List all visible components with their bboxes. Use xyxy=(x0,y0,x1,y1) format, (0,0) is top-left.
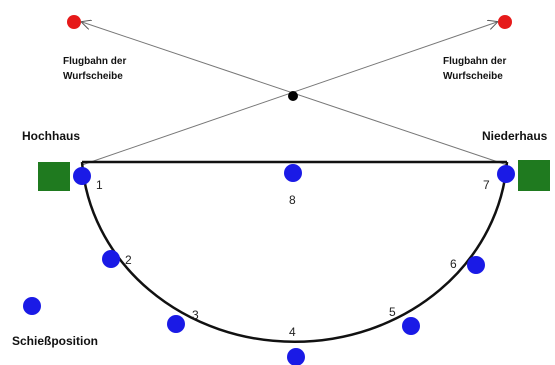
crossing-point xyxy=(288,91,298,101)
left-trajectory-label-line1: Flugbahn der xyxy=(63,56,126,67)
left-trajectory-label-line2: Wurfscheibe xyxy=(63,71,123,82)
high-house-label: Hochhaus xyxy=(22,129,80,143)
target-left xyxy=(67,15,81,29)
station-7 xyxy=(497,165,515,183)
high-house-block xyxy=(38,162,70,191)
station-number-3: 3 xyxy=(192,308,199,322)
field-arc xyxy=(80,161,509,343)
station-number-1: 1 xyxy=(96,178,103,192)
station-number-2: 2 xyxy=(125,253,132,267)
station-5 xyxy=(402,317,420,335)
station-number-7: 7 xyxy=(483,178,490,192)
shooting-position-label: Schießposition xyxy=(12,334,98,348)
station-2 xyxy=(102,250,120,268)
station-3 xyxy=(167,315,185,333)
station-number-6: 6 xyxy=(450,257,457,271)
station-number-8: 8 xyxy=(289,193,296,207)
right-trajectory-label-line2: Wurfscheibe xyxy=(443,71,503,82)
target-right xyxy=(498,15,512,29)
station-6 xyxy=(467,256,485,274)
station-8 xyxy=(284,164,302,182)
station-number-5: 5 xyxy=(389,305,396,319)
station-4 xyxy=(287,348,305,365)
station-1 xyxy=(73,167,91,185)
right-trajectory-label-line1: Flugbahn der xyxy=(443,56,506,67)
shooting-position-marker xyxy=(23,297,41,315)
low-house-block xyxy=(518,160,550,191)
station-number-4: 4 xyxy=(289,325,296,339)
low-house-label: Niederhaus xyxy=(482,129,548,143)
